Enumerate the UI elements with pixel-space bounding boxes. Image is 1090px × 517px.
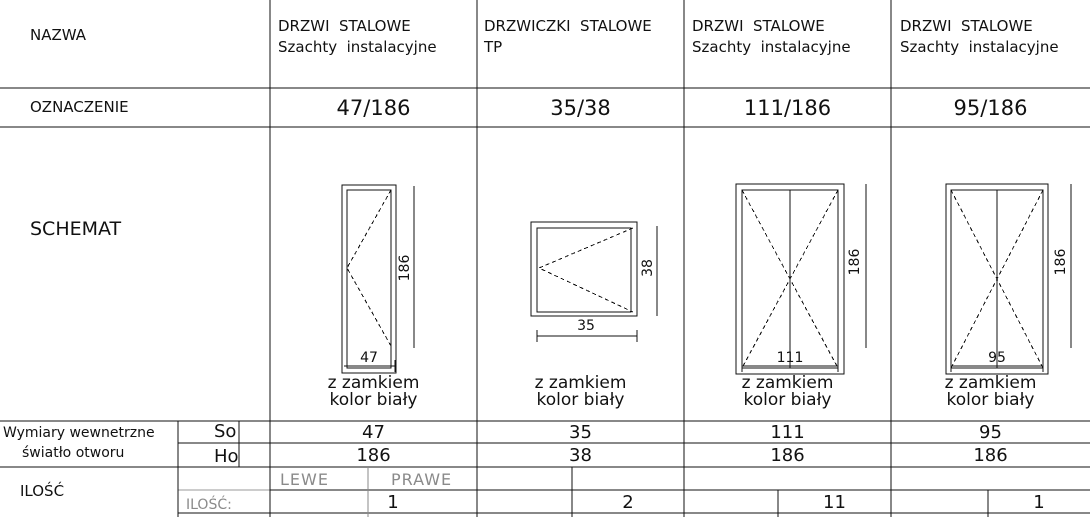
item-3-so: 111	[770, 422, 805, 443]
item-1-mark: 47/186	[336, 96, 411, 120]
item-4-qty: 1	[1033, 492, 1045, 513]
item-1-name-line1: DRZWI STALOWE	[278, 17, 411, 35]
item-4-name-line2: Szachty instalacyjne	[900, 38, 1059, 56]
item-3-note-line1: z zamkiem	[741, 373, 834, 393]
door-schematic-2	[530, 221, 658, 342]
item-1-note-line2: kolor biały	[329, 390, 418, 410]
dim-width-label-4: 95	[988, 350, 1006, 366]
label-lewe: LEWE	[280, 470, 329, 489]
dim-height-label-3: 186	[847, 249, 863, 276]
row-label-schemat: SCHEMAT	[30, 218, 122, 240]
item-2-so: 35	[569, 422, 592, 443]
item-1-name-line2: Szachty instalacyjne	[278, 38, 437, 56]
dim-height-label-4: 186	[1053, 249, 1069, 276]
dim-width-label-3: 111	[777, 350, 804, 366]
item-2-name-line2: TP	[484, 38, 503, 56]
item-3-ho: 186	[770, 445, 805, 466]
row-label-wymiary-line2: światło otworu	[22, 445, 125, 461]
item-4-ho: 186	[973, 445, 1008, 466]
row-label-nazwa: NAZWA	[30, 26, 87, 44]
item-2-mark: 35/38	[550, 96, 611, 120]
item-3-name-line2: Szachty instalacyjne	[692, 38, 851, 56]
item-3-name-line1: DRZWI STALOWE	[692, 17, 825, 35]
item-1-qty: 1	[387, 492, 399, 513]
label-prawe: PRAWE	[391, 470, 453, 489]
label-ho: Ho	[214, 446, 239, 467]
item-4-name-line1: DRZWI STALOWE	[900, 17, 1033, 35]
item-3-note-line2: kolor biały	[743, 390, 832, 410]
dim-width-label-2: 35	[577, 318, 595, 334]
door-schematic-1	[341, 184, 415, 374]
item-4-note-line2: kolor biały	[946, 390, 1035, 410]
dim-width-label-1: 47	[360, 350, 378, 366]
row-label-oznaczenie: OZNACZENIE	[30, 98, 129, 116]
door-schematic-4	[945, 183, 1072, 375]
dim-height-label-1: 186	[397, 255, 413, 282]
item-2-qty: 2	[622, 492, 634, 513]
label-so: So	[214, 421, 237, 442]
row-label-ilosc: ILOŚĆ	[20, 482, 65, 500]
door-schematic-3	[735, 183, 867, 375]
dim-height-label-2: 38	[640, 259, 656, 277]
item-3-mark: 111/186	[743, 96, 832, 120]
item-1-ho: 186	[356, 445, 391, 466]
item-1-note-line1: z zamkiem	[327, 373, 420, 393]
item-4-note-line1: z zamkiem	[944, 373, 1037, 393]
item-4-mark: 95/186	[953, 96, 1028, 120]
row-label-wymiary-line1: Wymiary wewnetrzne	[3, 425, 155, 441]
item-2-ho: 38	[569, 445, 592, 466]
item-2-name-line1: DRZWICZKI STALOWE	[484, 17, 652, 35]
row-label-ilosc-sub: ILOŚĆ:	[186, 497, 232, 513]
item-2-note-line2: kolor biały	[536, 390, 625, 410]
item-2-note-line1: z zamkiem	[534, 373, 627, 393]
item-3-qty: 11	[823, 492, 846, 513]
item-1-so: 47	[362, 422, 385, 443]
item-4-so: 95	[979, 422, 1002, 443]
